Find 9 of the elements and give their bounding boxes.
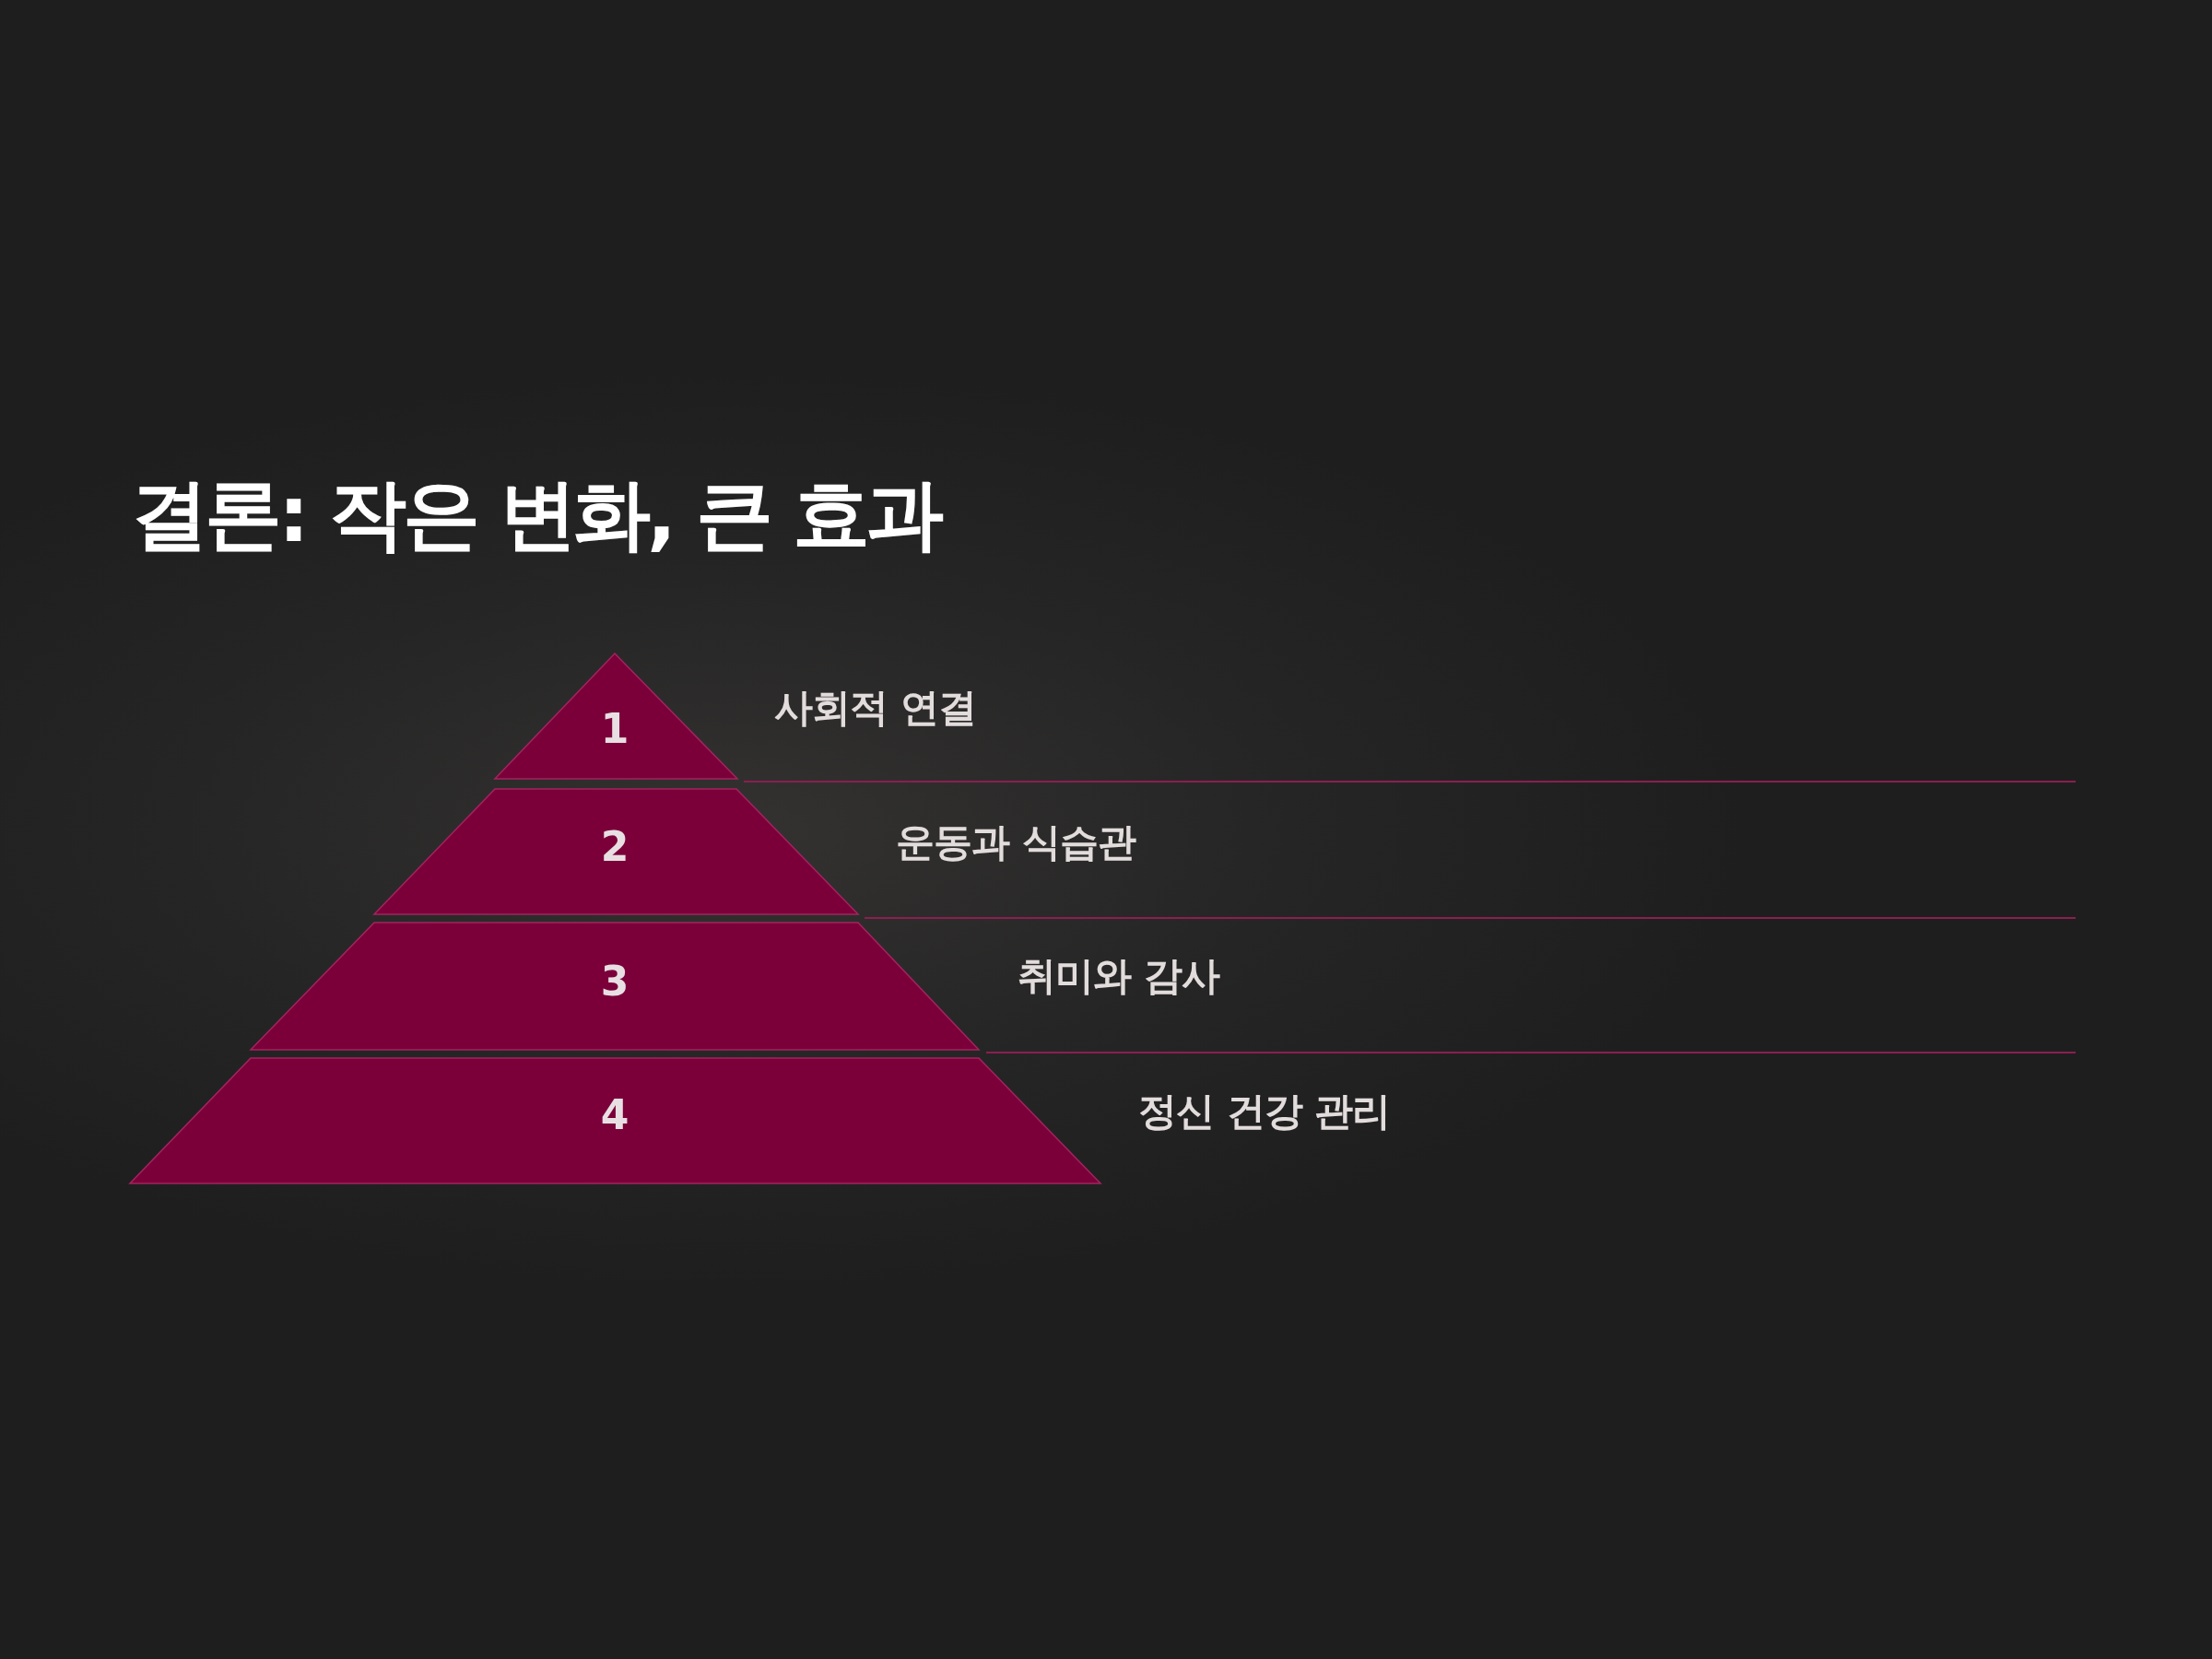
- layer-number: 3: [600, 957, 629, 1005]
- title: 결론: 작은 변화, 큰 효과: [131, 472, 941, 558]
- layer-label: 사회적 연결: [774, 684, 976, 732]
- layer-number: 2: [600, 822, 629, 870]
- layer-number: 4: [600, 1090, 629, 1138]
- layer-number: 1: [600, 704, 629, 752]
- layer-label: 정신 건강 관리: [1138, 1088, 1391, 1135]
- layer-label: 취미와 감사: [1018, 952, 1219, 1000]
- layer-label: 운동과 식습관: [896, 818, 1135, 866]
